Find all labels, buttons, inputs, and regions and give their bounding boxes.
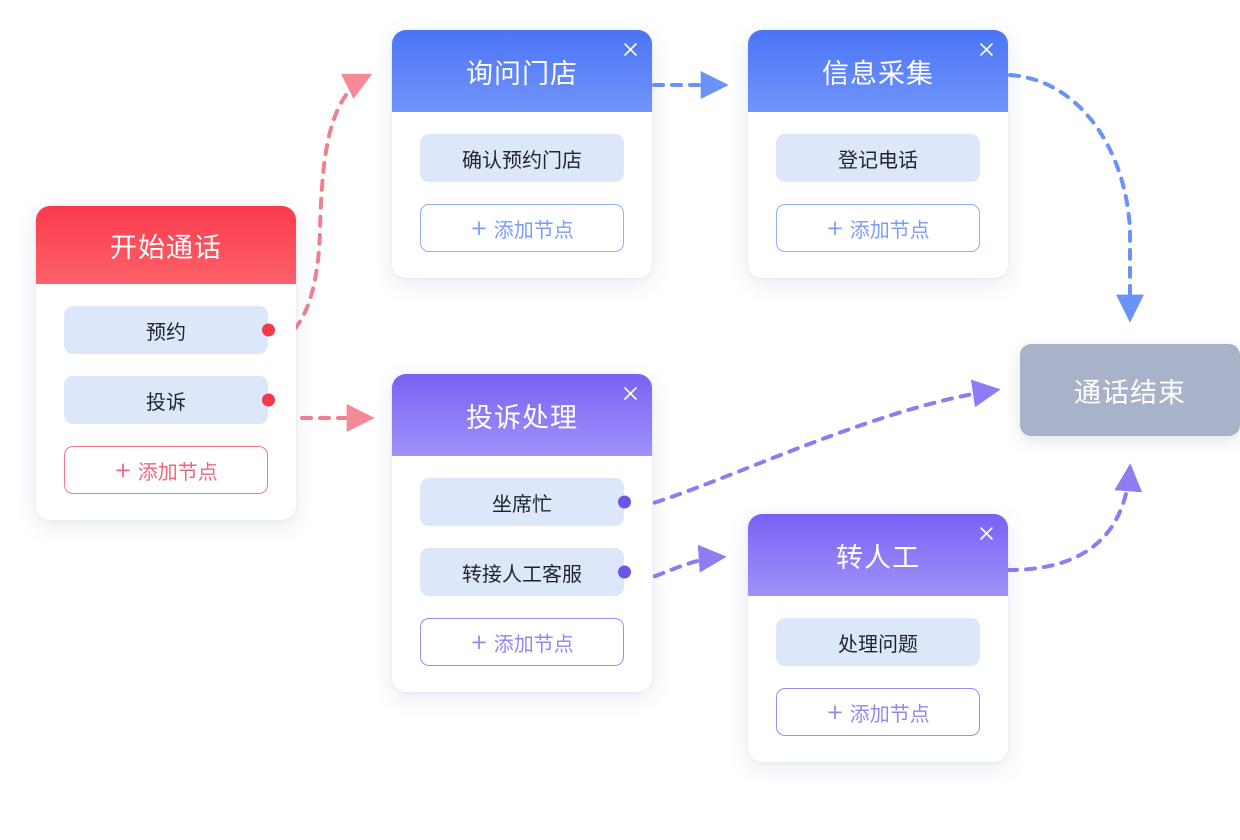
edge-agent-busy-to-call-end [618, 379, 1001, 514]
node-title-ask-store: 询问门店 [466, 58, 578, 90]
node-collect-info[interactable]: 信息采集 登记电话 + 添加节点 [748, 30, 1008, 278]
node-body-start-call: 预约 投诉 + 添加节点 [36, 284, 296, 520]
node-body-ask-store: 确认预约门店 + 添加节点 [392, 112, 652, 278]
port-appointment[interactable]: 预约 [64, 306, 275, 354]
node-title-complaint-handling: 投诉处理 [466, 402, 578, 434]
add-node-label: 添加节点 [849, 701, 930, 726]
plus-icon: + [470, 629, 488, 654]
node-header-collect-info: 信息采集 [748, 30, 1008, 112]
node-title-transfer-to-human: 转人工 [836, 542, 920, 574]
node-start-call[interactable]: 开始通话 预约 投诉 + 添加节点 [36, 206, 296, 520]
plus-icon: + [826, 215, 844, 240]
port-connector-dot[interactable] [262, 393, 275, 407]
port-label-confirm-appointment-store: 确认预约门店 [462, 147, 582, 172]
add-node-button-transfer-to-human[interactable]: + 添加节点 [776, 688, 980, 736]
close-icon[interactable] [619, 382, 641, 404]
node-complaint-handling[interactable]: 投诉处理 坐席忙 转接人工客服 + 添加节点 [392, 374, 652, 692]
node-header-complaint-handling: 投诉处理 [392, 374, 652, 456]
node-body-complaint-handling: 坐席忙 转接人工客服 + 添加节点 [392, 456, 652, 692]
node-transfer-to-human[interactable]: 转人工 处理问题 + 添加节点 [748, 514, 1008, 762]
add-node-label: 添加节点 [849, 217, 930, 242]
add-node-button-start-call[interactable]: + 添加节点 [64, 446, 268, 494]
port-complaint[interactable]: 投诉 [64, 376, 275, 424]
port-transfer-to-agent[interactable]: 转接人工客服 [420, 548, 631, 596]
port-label-handle-issue: 处理问题 [838, 631, 918, 656]
port-label-agent-busy: 坐席忙 [492, 491, 552, 516]
add-node-button-ask-store[interactable]: + 添加节点 [420, 204, 624, 252]
node-header-transfer-to-human: 转人工 [748, 514, 1008, 596]
close-icon[interactable] [975, 38, 997, 60]
port-label-appointment: 预约 [146, 319, 186, 344]
node-title-start-call: 开始通话 [110, 232, 222, 264]
port-label-complaint: 投诉 [146, 389, 186, 414]
plus-icon: + [470, 215, 488, 240]
node-call-end[interactable]: 通话结束 [1020, 344, 1240, 436]
node-title-collect-info: 信息采集 [822, 58, 934, 90]
plus-icon: + [826, 699, 844, 724]
port-label-register-phone: 登记电话 [838, 147, 918, 172]
add-node-button-collect-info[interactable]: + 添加节点 [776, 204, 980, 252]
node-header-start-call: 开始通话 [36, 206, 296, 284]
port-confirm-appointment-store[interactable]: 确认预约门店 [420, 134, 624, 182]
plus-icon: + [114, 457, 132, 482]
node-title-call-end: 通话结束 [1074, 377, 1186, 409]
add-node-button-complaint-handling[interactable]: + 添加节点 [420, 618, 624, 666]
port-label-transfer-to-agent: 转接人工客服 [462, 561, 582, 586]
node-ask-store[interactable]: 询问门店 确认预约门店 + 添加节点 [392, 30, 652, 278]
add-node-label: 添加节点 [493, 217, 574, 242]
port-connector-dot[interactable] [262, 323, 275, 337]
port-register-phone[interactable]: 登记电话 [776, 134, 980, 182]
close-icon[interactable] [619, 38, 641, 60]
close-icon[interactable] [975, 522, 997, 544]
edge-human-node-to-call-end [1006, 463, 1143, 572]
port-connector-dot[interactable] [618, 565, 631, 579]
edge-collect-info-to-call-end [1008, 73, 1144, 323]
add-node-label: 添加节点 [137, 459, 218, 484]
port-handle-issue[interactable]: 处理问题 [776, 618, 980, 666]
node-header-ask-store: 询问门店 [392, 30, 652, 112]
port-connector-dot[interactable] [618, 495, 631, 509]
node-body-transfer-to-human: 处理问题 + 添加节点 [748, 596, 1008, 762]
add-node-label: 添加节点 [493, 631, 574, 656]
port-agent-busy[interactable]: 坐席忙 [420, 478, 631, 526]
node-body-collect-info: 登记电话 + 添加节点 [748, 112, 1008, 278]
